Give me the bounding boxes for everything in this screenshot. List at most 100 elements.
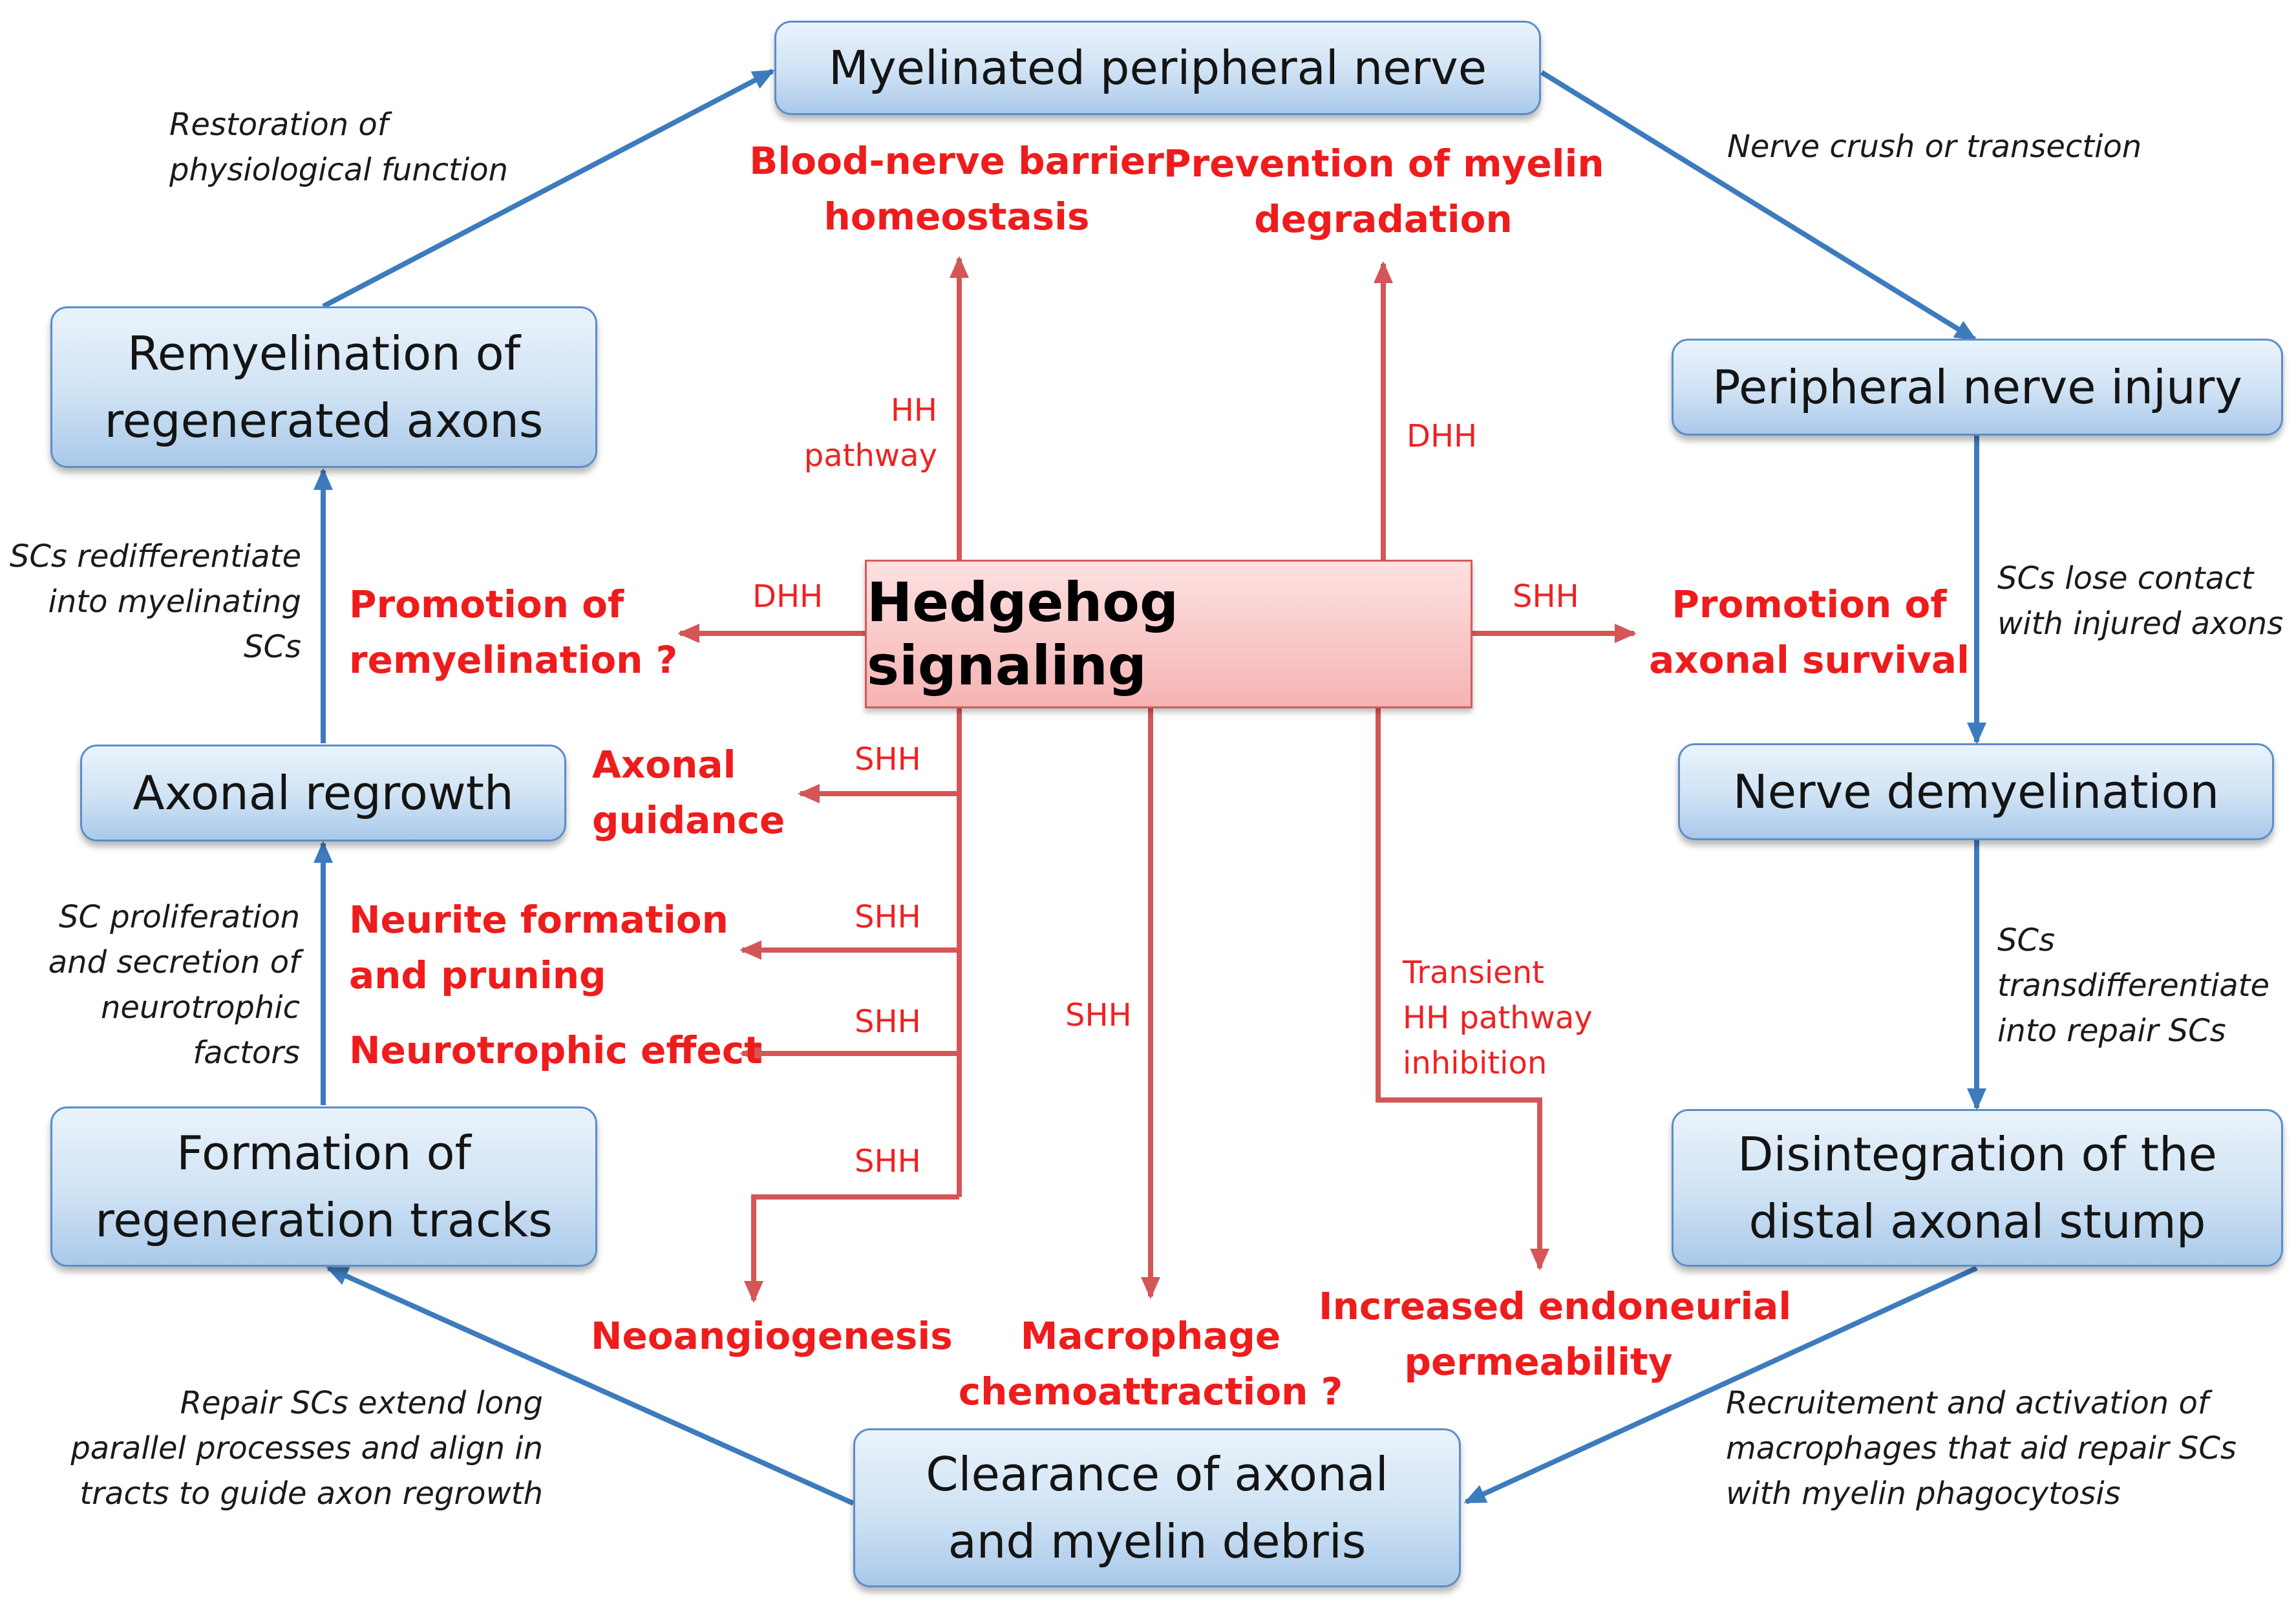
arrow-recruitment (1463, 1265, 1978, 1505)
note-repair-scs-line2: parallel processes and align in (70, 1430, 543, 1466)
node-axonal-regrowth-label: Axonal regrowth (133, 766, 514, 820)
node-hedgehog-signaling: Hedgehog signaling (865, 560, 1472, 708)
node-remyelination-line2: regenerated axons (104, 394, 544, 448)
effect-remyelination: Promotion of remyelination ? (349, 577, 677, 688)
label-shh-neurotrophic: SHH (855, 1004, 921, 1040)
effect-myelin-deg-line1: Prevention of myelin (1164, 142, 1604, 185)
signal-arrows (677, 256, 1637, 1303)
effect-neurite-line2: and pruning (349, 953, 606, 997)
node-debris-clearance-line2: and myelin debris (948, 1514, 1366, 1569)
effect-macrophage-line1: Macrophage (1020, 1314, 1281, 1358)
node-stump-disintegration-line1: Disintegration of the (1738, 1127, 2217, 1181)
note-redifferentiate: SCs redifferentiate into myelinating SCs (6, 534, 301, 670)
effect-axonal-survival: Promotion of axonal survival (1638, 577, 1981, 688)
node-remyelination-line1: Remyelination of (127, 326, 521, 381)
arrow-restoration (322, 69, 775, 309)
node-nerve-demyelination-label: Nerve demyelination (1732, 765, 2220, 819)
node-regeneration-tracks-line2: regeneration tracks (95, 1193, 553, 1247)
note-redifferentiate-line2: into myelinating (48, 584, 301, 620)
note-repair-scs-line3: tracts to guide axon regrowth (80, 1476, 543, 1512)
note-crush-line1: Nerve crush or transection (1727, 129, 2142, 165)
note-lose-contact-line1: SCs lose contact (1997, 560, 2254, 597)
effect-neoangio-line1: Neoangiogenesis (591, 1314, 953, 1358)
note-transdiff: SCs transdifferentiate into repair SCs (1997, 918, 2269, 1053)
note-redifferentiate-line1: SCs redifferentiate (9, 538, 301, 575)
node-nerve-injury: Peripheral nerve injury (1672, 339, 2283, 436)
note-proliferation-line3: neurotrophic (100, 989, 300, 1026)
cycle-arrows (314, 69, 1986, 1506)
effect-bnb-line2: homeostasis (824, 195, 1090, 238)
effect-bnb-homeostasis: Blood-nerve barrier homeostasis (737, 133, 1176, 244)
label-shh-neoangio: SHH (855, 1143, 921, 1180)
effect-neoangiogenesis: Neoangiogenesis (591, 1308, 953, 1364)
note-recruitment-line1: Recruitement and activation of (1726, 1385, 2209, 1421)
arrow-neoangio (744, 1194, 959, 1303)
label-shh-guidance: SHH (855, 741, 921, 778)
note-crush: Nerve crush or transection (1727, 124, 2142, 169)
label-shh-right: SHH (1513, 578, 1579, 615)
label-shh-neurite: SHH (855, 899, 921, 935)
note-restoration-line1: Restoration of (169, 107, 388, 143)
note-lose-contact-line2: with injured axons (1997, 606, 2284, 642)
note-recruitment-line3: with myelin phagocytosis (1726, 1476, 2121, 1512)
note-restoration-line2: physiological function (169, 152, 508, 188)
hedgehog-signaling-label: Hedgehog signaling (867, 571, 1179, 697)
node-myelinated-nerve-label: Myelinated peripheral nerve (828, 41, 1487, 95)
note-transdiff-line1: SCs (1997, 922, 2055, 958)
effect-myelin-degradation: Prevention of myelin degradation (1164, 136, 1604, 247)
node-debris-clearance-line1: Clearance of axonal (926, 1447, 1388, 1501)
effect-macrophage-line2: chemoattraction ? (958, 1370, 1343, 1413)
effect-neurite-formation: Neurite formation and pruning (349, 892, 728, 1003)
note-lose-contact: SCs lose contact with injured axons (1997, 556, 2283, 646)
node-nerve-injury-label: Peripheral nerve injury (1712, 360, 2242, 414)
note-recruitment: Recruitement and activation of macrophag… (1726, 1381, 2237, 1516)
effect-neurotrophic: Neurotrophic effect (349, 1022, 762, 1078)
label-transient-line3: inhibition (1403, 1045, 1547, 1081)
effect-guidance-line2: guidance (592, 798, 785, 842)
effect-myelin-deg-line2: degradation (1254, 197, 1513, 241)
effect-guidance-line1: Axonal (592, 743, 736, 787)
note-redifferentiate-line3: SCs (244, 629, 301, 665)
effect-macrophage-chemoattraction: Macrophage chemoattraction ? (944, 1308, 1357, 1419)
note-restoration: Restoration of physiological function (169, 102, 508, 193)
label-transient-inhibition: Transient HH pathway inhibition (1403, 950, 1593, 1086)
note-proliferation-line4: factors (193, 1035, 300, 1071)
effect-permeability-line1: Increased endoneurial (1319, 1284, 1792, 1328)
label-hh-pathway: HH pathway (776, 388, 937, 478)
label-dhh-up: DHH (1407, 418, 1478, 454)
effect-neurotrophic-line1: Neurotrophic effect (349, 1028, 762, 1072)
label-hh-pathway-line1: HH (890, 392, 937, 428)
effect-survival-line1: Promotion of (1672, 582, 1947, 626)
node-stump-disintegration: Disintegration of the distal axonal stum… (1672, 1109, 2283, 1267)
label-transient-line2: HH pathway (1403, 1000, 1593, 1036)
node-myelinated-nerve: Myelinated peripheral nerve (774, 21, 1541, 115)
effect-neurite-line1: Neurite formation (349, 898, 728, 942)
arrow-repair-scs (326, 1265, 855, 1506)
label-dhh-left: DHH (752, 578, 824, 615)
effect-permeability-line2: permeability (1404, 1340, 1673, 1384)
note-repair-scs-line1: Repair SCs extend long (180, 1385, 543, 1421)
arrow-crush (1540, 70, 1977, 342)
effect-bnb-line1: Blood-nerve barrier (749, 139, 1164, 183)
node-regeneration-tracks: Formation of regeneration tracks (50, 1106, 597, 1267)
node-axonal-regrowth: Axonal regrowth (80, 745, 566, 841)
effect-survival-line2: axonal survival (1649, 638, 1970, 682)
effect-remyel-line1: Promotion of (349, 582, 624, 626)
note-transdiff-line3: into repair SCs (1997, 1013, 2226, 1049)
note-recruitment-line2: macrophages that aid repair SCs (1726, 1430, 2237, 1466)
node-stump-disintegration-line2: distal axonal stump (1749, 1194, 2206, 1249)
label-shh-macrophage: SHH (1065, 997, 1132, 1033)
note-proliferation: SC proliferation and secretion of neurot… (13, 894, 300, 1075)
arrow-permeability (1376, 708, 1549, 1271)
effect-remyel-line2: remyelination ? (349, 638, 678, 682)
node-remyelination: Remyelination of regenerated axons (50, 306, 597, 468)
effect-endoneurial-permeability: Increased endoneurial permeability (1319, 1278, 1792, 1390)
effect-axonal-guidance: Axonal guidance (592, 737, 785, 848)
note-repair-scs: Repair SCs extend long parallel processe… (26, 1381, 543, 1516)
note-transdiff-line2: transdifferentiate (1997, 968, 2269, 1004)
note-proliferation-line1: SC proliferation (58, 899, 300, 935)
note-proliferation-line2: and secretion of (48, 944, 300, 980)
node-debris-clearance: Clearance of axonal and myelin debris (853, 1428, 1461, 1587)
